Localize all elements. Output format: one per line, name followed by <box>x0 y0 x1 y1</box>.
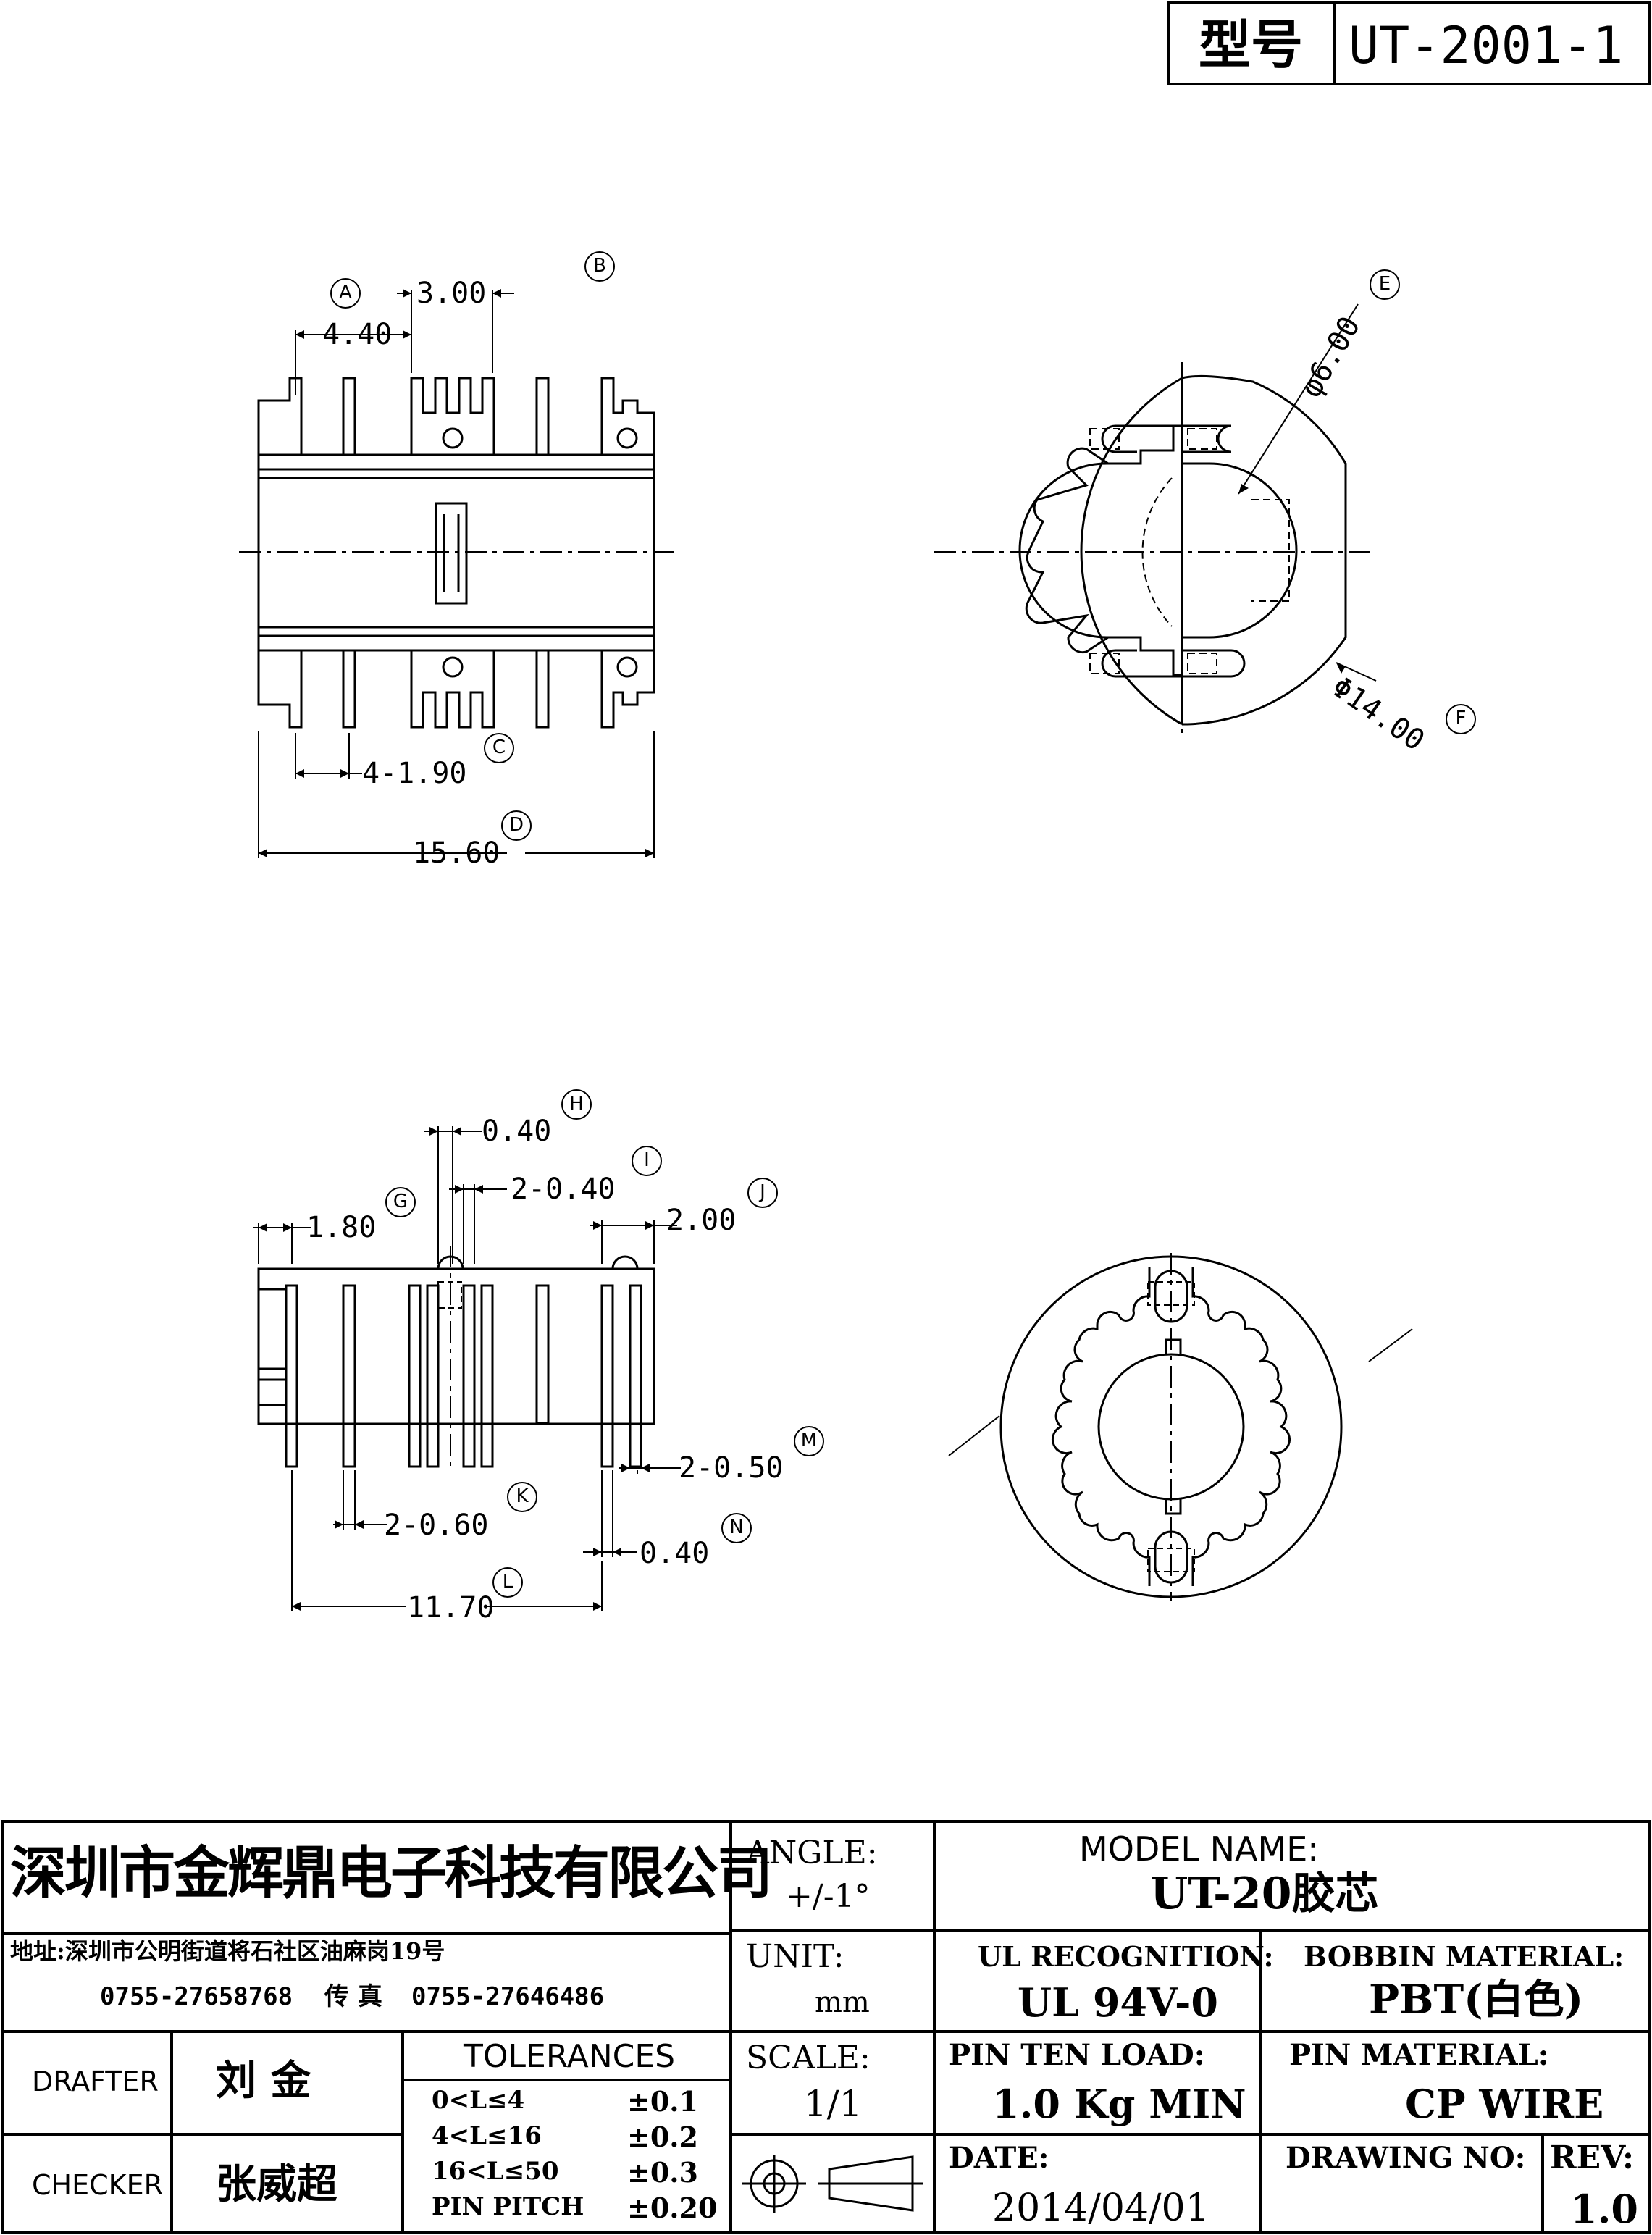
fax: 0755-27646486 <box>411 1982 605 2011</box>
marker-e: E <box>1378 273 1391 295</box>
side-view <box>257 1255 655 1468</box>
dim-2-00: 2.00 <box>666 1204 737 1237</box>
pin-mat-value: CP WIRE <box>1405 2081 1604 2127</box>
model-name-label: MODEL NAME: <box>1079 1829 1319 1869</box>
marker-i: I <box>644 1149 650 1171</box>
drafter-value: 刘 金 <box>216 2057 311 2105</box>
angle-label: ANGLE: <box>746 1834 878 1871</box>
tol-range-4: PIN PITCH <box>432 2192 584 2221</box>
drafter-label: DRAFTER <box>32 2066 159 2097</box>
dim-11-70: 11.70 <box>407 1591 495 1624</box>
tol-range-3: 16<L≤50 <box>432 2157 559 2186</box>
checker-label: CHECKER <box>32 2169 163 2201</box>
drawing-no-label: DRAWING NO: <box>1286 2141 1526 2175</box>
dim-0-40-bot: 0.40 <box>640 1537 710 1570</box>
dim-2x0-60: 2-0.60 <box>384 1509 489 1542</box>
ul-value: UL 94V-0 <box>1018 1979 1218 2026</box>
tol-value-2: ±0.2 <box>627 2121 698 2153</box>
tol-value-1: ±0.1 <box>627 2085 698 2118</box>
pin-ten-value: 1.0 Kg MIN <box>992 2081 1246 2127</box>
tol-value-4: ±0.20 <box>627 2192 718 2224</box>
marker-j: J <box>760 1181 766 1203</box>
marker-k: K <box>516 1485 529 1507</box>
model-label: 型号 <box>1199 14 1304 75</box>
ul-label: UL RECOGNITION: <box>978 1940 1274 1973</box>
phone: 0755-27658768 <box>100 1982 293 2011</box>
scale-label: SCALE: <box>746 2039 871 2076</box>
dim-3-00: 3.00 <box>416 277 487 310</box>
dim-1-80: 1.80 <box>306 1211 377 1244</box>
marker-d: D <box>508 814 524 836</box>
tol-value-3: ±0.3 <box>627 2156 698 2189</box>
bobbin-label: BOBBIN MATERIAL: <box>1304 1940 1624 1973</box>
marker-a: A <box>339 282 352 303</box>
tol-range-2: 4<L≤16 <box>432 2121 542 2150</box>
model-name-value: UT-20胶芯 <box>1150 1869 1379 1919</box>
dim-0-40-top: 0.40 <box>482 1115 552 1148</box>
marker-n: N <box>729 1517 744 1538</box>
rev-label: REV: <box>1550 2139 1635 2176</box>
unit-value: mm <box>815 1986 870 2019</box>
company-address: 地址:深圳市公明街道将石社区油麻岗19号 <box>10 1937 445 1965</box>
angle-value: +/-1° <box>786 1878 871 1915</box>
tolerances-label: TOLERANCES <box>464 2038 676 2075</box>
rev-value: 1.0 <box>1570 2186 1638 2232</box>
pin-ten-label: PIN TEN LOAD: <box>949 2038 1205 2072</box>
pin-mat-label: PIN MATERIAL: <box>1289 2038 1549 2072</box>
model-value: UT-2001-1 <box>1349 16 1624 75</box>
date-label: DATE: <box>949 2141 1049 2175</box>
marker-h: H <box>569 1093 584 1115</box>
marker-g: G <box>393 1191 408 1212</box>
marker-b: B <box>593 255 606 277</box>
front-view <box>257 377 655 729</box>
dim-4x1-90: 4-1.90 <box>362 757 467 790</box>
bobbin-value: PBT(白色) <box>1369 1976 1584 2024</box>
projection-symbol-icon <box>742 2155 923 2213</box>
marker-f: F <box>1455 708 1467 729</box>
dim-2x0-50: 2-0.50 <box>679 1451 784 1485</box>
dim-15-60: 15.60 <box>413 836 500 870</box>
marker-l: L <box>502 1571 513 1593</box>
scale-value: 1/1 <box>804 2083 863 2125</box>
fax-label: 传 真 <box>324 1982 382 2011</box>
unit-label: UNIT: <box>746 1938 844 1975</box>
checker-value: 张威超 <box>216 2160 337 2208</box>
dim-4-40: 4.40 <box>322 318 393 351</box>
company-name: 深圳市金辉鼎电子科技有限公司 <box>10 1840 773 1906</box>
marker-m: M <box>800 1430 818 1451</box>
date-value: 2014/04/01 <box>992 2186 1209 2230</box>
tol-range-1: 0<L≤4 <box>432 2086 525 2115</box>
marker-c: C <box>492 737 506 758</box>
dim-2x0-40: 2-0.40 <box>511 1173 616 1206</box>
